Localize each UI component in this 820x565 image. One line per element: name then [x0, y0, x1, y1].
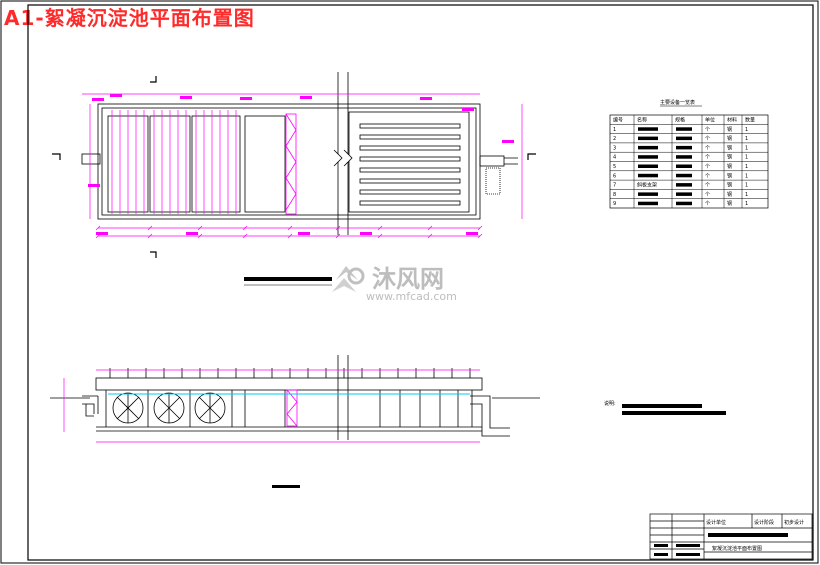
table-cell: 钢: [727, 172, 732, 179]
table-cell: 1: [745, 173, 748, 179]
table-cell: 个: [705, 145, 710, 151]
tank-outline: [97, 103, 481, 220]
notes-label: 说明:: [604, 400, 616, 407]
walkway-deck: [95, 377, 483, 391]
table-cell: 1: [745, 201, 748, 207]
table-cell: 2: [613, 136, 616, 142]
table-header: 编号: [613, 117, 623, 124]
plan-view: [52, 72, 536, 258]
title-block-cell-3: 初步设计: [784, 519, 804, 526]
table-cell: 钢: [727, 135, 732, 142]
title-block-design-unit: [708, 533, 788, 537]
inner-border: [27, 4, 814, 561]
table-cell: 1: [745, 183, 748, 189]
plan-view-caption: [244, 277, 332, 281]
title-block-cell-1: 设计单位: [706, 519, 726, 526]
table-cell: 钢: [727, 163, 732, 170]
table-cell: 5: [613, 164, 616, 170]
plan-labels: [88, 94, 514, 235]
table-cell: 钢: [727, 144, 732, 151]
table-header: 数量: [745, 117, 755, 124]
table-header: 材料: [727, 117, 737, 124]
table-cell: 1: [745, 145, 748, 151]
section-caption: [272, 485, 300, 488]
table-cell: 钢: [727, 126, 732, 133]
table-cell: 个: [705, 173, 710, 179]
table-cell: 1: [745, 136, 748, 142]
table-cell: 8: [613, 192, 616, 198]
watermark-url: www.mfcad.com: [366, 290, 457, 303]
watermark: 沐风网 www.mfcad.com: [332, 265, 457, 303]
table-cell: 1: [745, 155, 748, 161]
table-cell: 6: [613, 173, 616, 179]
table-cell: 7: [613, 183, 616, 189]
table-cell: 1: [745, 192, 748, 198]
table-cell: 个: [705, 155, 710, 161]
section-view: [50, 355, 540, 440]
table-cell: 个: [705, 192, 710, 198]
table-cell: 钢: [727, 200, 732, 207]
title-block-cell-2: 设计阶段: [754, 519, 774, 526]
table-cell: 1: [613, 127, 616, 133]
sheet-title: A1-絮凝沉淀池平面布置图: [4, 6, 255, 30]
table-cell: 钢: [727, 154, 732, 161]
note-line-1: [622, 404, 702, 408]
table-cell: 个: [705, 136, 710, 142]
table-header: 名称: [637, 117, 647, 124]
table-cell: 钢: [727, 191, 732, 198]
equipment-table-caption: 主要设备一览表: [660, 99, 695, 106]
table-cell: 9: [613, 201, 616, 207]
table-cell: 4: [613, 155, 616, 161]
title-block: [649, 513, 813, 560]
table-cell: 1: [745, 164, 748, 170]
watermark-brand: 沐风网: [372, 265, 444, 293]
tank-inner-wall: [101, 107, 477, 216]
table-cell: 个: [705, 183, 710, 189]
table-cell: 3: [613, 145, 616, 151]
table-cell: 个: [705, 164, 710, 170]
table-cell: 个: [705, 127, 710, 133]
table-cell: 1: [745, 127, 748, 133]
table-cell: 钢: [727, 182, 732, 189]
table-cell: 斜板支架: [637, 182, 657, 189]
note-line-2: [622, 411, 726, 415]
table-header: 单位: [705, 117, 715, 124]
table-cell: 个: [705, 201, 710, 207]
table-header: 规格: [675, 117, 685, 124]
section-dimensions: [63, 369, 480, 443]
plan-dimensions: [82, 93, 523, 239]
title-block-drawing-name: 絮凝沉淀池平面布置图: [712, 545, 762, 552]
